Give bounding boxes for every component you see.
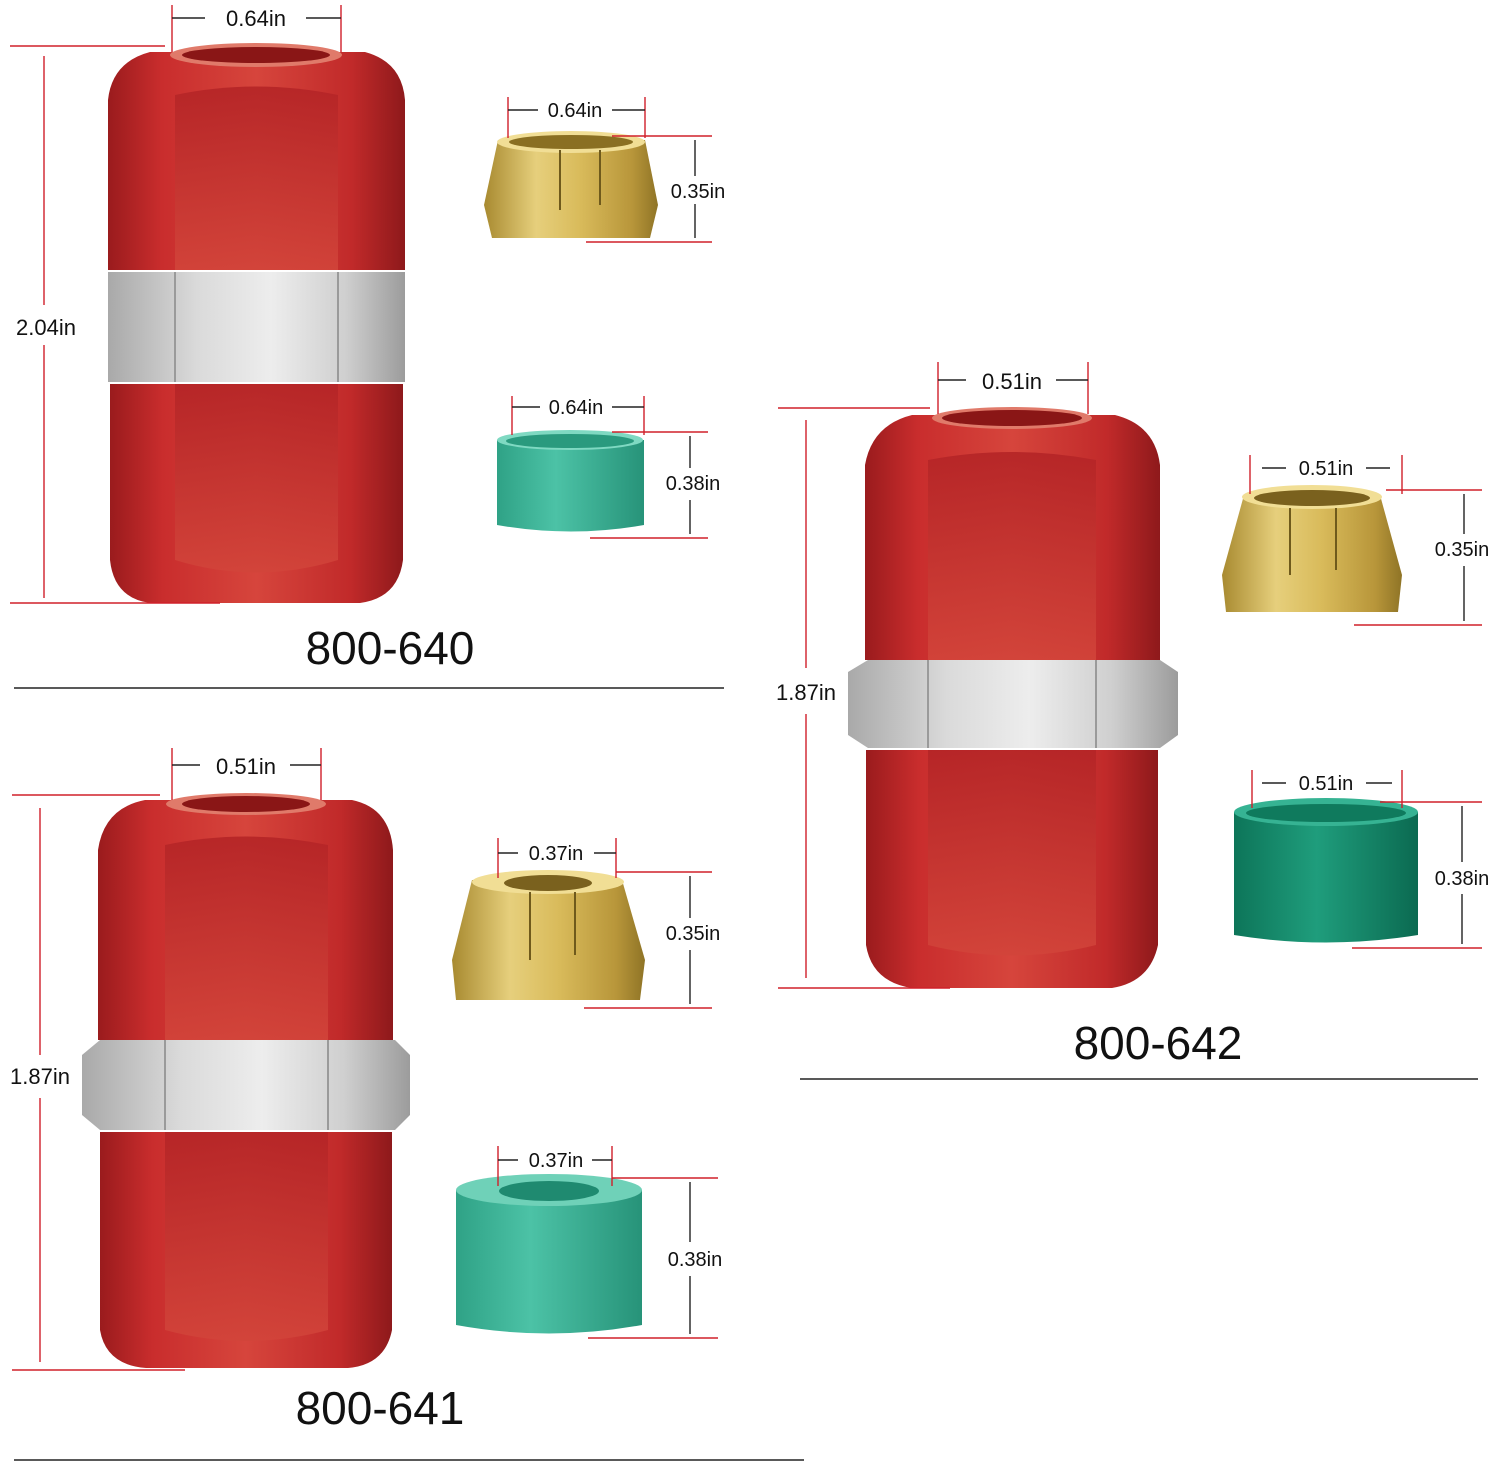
sleeve-height-label: 0.38in [1435,868,1490,890]
brass-ferrule [452,870,645,1000]
fitting-height-label: 2.04in [16,315,76,340]
red-hex-fitting [848,407,1178,988]
ferrule-height-label: 0.35in [666,923,721,945]
green-sleeve [497,430,644,532]
sleeve-height-label: 0.38in [668,1249,723,1271]
fitting-bore-width-label: 0.51in [216,754,276,779]
sleeve-width-label: 0.64in [549,397,604,419]
brass-ferrule [484,131,658,238]
ferrule-height-label: 0.35in [1435,539,1490,561]
kit-800-640: 0.64in 2.04in 0.64in 0.35in 0.64in 0.38i… [10,5,726,689]
red-hex-fitting [82,793,410,1368]
model-number: 800-642 [1074,1017,1243,1069]
sleeve-width-label: 0.37in [529,1150,584,1172]
ferrule-height-label: 0.35in [671,181,726,203]
sleeve-width-label: 0.51in [1299,773,1354,795]
fitting-height-label: 1.87in [776,680,836,705]
green-sleeve [456,1174,642,1334]
fitting-bore-width-label: 0.64in [226,6,286,31]
green-sleeve [1234,798,1418,943]
ferrule-width-label: 0.51in [1299,458,1354,480]
red-hex-fitting [108,43,405,603]
sleeve-height-label: 0.38in [666,473,721,495]
ferrule-width-label: 0.64in [548,100,603,122]
fitting-height-label: 1.87in [10,1064,70,1089]
model-number: 800-641 [296,1382,465,1434]
fitting-bore-width-label: 0.51in [982,369,1042,394]
kit-800-641: 0.51in 1.87in 0.37in 0.35in 0.37in 0.38i… [10,748,804,1461]
kit-800-642: 0.51in 1.87in 0.51in 0.35in 0.51in 0.38i… [776,362,1490,1080]
ferrule-width-label: 0.37in [529,843,584,865]
brass-ferrule [1222,485,1402,612]
model-number: 800-640 [306,622,475,674]
